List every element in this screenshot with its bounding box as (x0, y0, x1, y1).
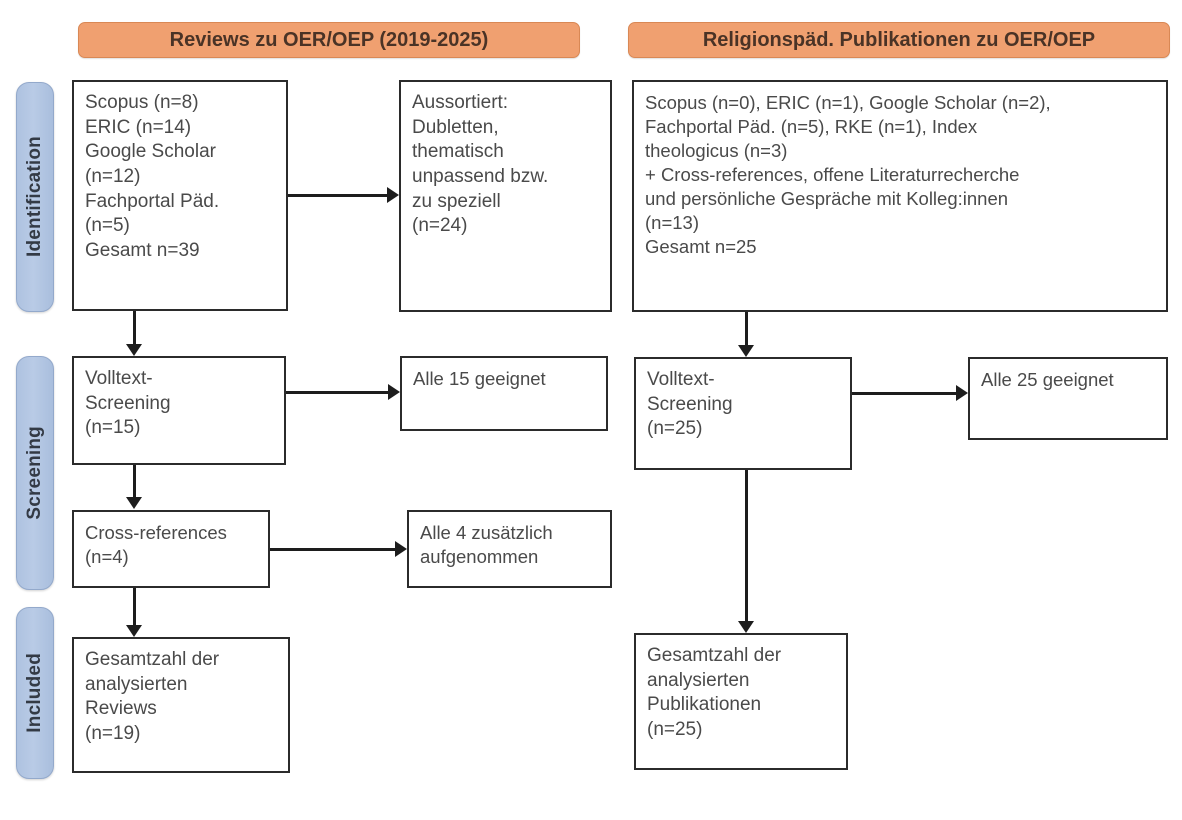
box-left-included-text: Gesamtzahl der analysierten Reviews (n=1… (85, 649, 220, 745)
arrowhead-right-sources-to-fulltext (738, 345, 754, 357)
box-right-included: Gesamtzahl der analysierten Publikatione… (634, 633, 848, 770)
phase-pill-identification: Identification (16, 82, 54, 312)
connector-right-sources-to-fulltext (745, 312, 748, 345)
box-left-fulltext-screening: Volltext- Screening (n=15) (72, 356, 286, 465)
box-left-sources: Scopus (n=8) ERIC (n=14) Google Scholar … (72, 80, 288, 311)
connector-left-crossrefs-to-result (270, 548, 395, 551)
connector-left-fulltext-to-crossrefs (133, 465, 136, 497)
box-left-excluded-text: Aussortiert: Dubletten, thematisch unpas… (412, 92, 549, 237)
phase-label-screening: Screening (24, 426, 45, 520)
connector-left-sources-to-excluded (288, 194, 387, 197)
arrowhead-left-sources-to-excluded (387, 187, 399, 203)
box-left-fulltext-screening-text: Volltext- Screening (n=15) (85, 368, 171, 439)
box-left-crossrefs-result: Alle 4 zusätzlich aufgenommen (407, 510, 612, 588)
box-right-fulltext-result: Alle 25 geeignet (968, 357, 1168, 440)
box-left-crossrefs-result-text: Alle 4 zusätzlich aufgenommen (420, 522, 553, 568)
phase-pill-screening: Screening (16, 356, 54, 590)
connector-left-crossrefs-to-included (133, 588, 136, 625)
arrowhead-right-fulltext-to-result (956, 385, 968, 401)
box-left-sources-text: Scopus (n=8) ERIC (n=14) Google Scholar … (85, 92, 220, 262)
phase-pill-included: Included (16, 607, 54, 779)
box-left-fulltext-result: Alle 15 geeignet (400, 356, 608, 431)
box-right-fulltext-result-text: Alle 25 geeignet (981, 369, 1114, 390)
arrowhead-left-crossrefs-to-included (126, 625, 142, 637)
arrowhead-left-fulltext-to-crossrefs (126, 497, 142, 509)
box-right-fulltext-screening: Volltext- Screening (n=25) (634, 357, 852, 470)
box-left-excluded: Aussortiert: Dubletten, thematisch unpas… (399, 80, 612, 312)
arrowhead-left-sources-to-fulltext (126, 344, 142, 356)
box-left-crossrefs: Cross-references (n=4) (72, 510, 270, 588)
phase-label-included: Included (24, 653, 45, 733)
header-title-right: Religionspäd. Publikationen zu OER/OEP (702, 28, 1096, 51)
arrowhead-left-crossrefs-to-result (395, 541, 407, 557)
phase-label-identification: Identification (24, 136, 45, 258)
connector-left-fulltext-to-result (286, 391, 388, 394)
box-right-included-text: Gesamtzahl der analysierten Publikatione… (647, 645, 782, 741)
connector-right-fulltext-to-result (852, 392, 956, 395)
arrowhead-left-fulltext-to-result (388, 384, 400, 400)
box-left-included: Gesamtzahl der analysierten Reviews (n=1… (72, 637, 290, 773)
box-left-fulltext-result-text: Alle 15 geeignet (413, 368, 546, 389)
header-title-left: Reviews zu OER/OEP (2019-2025) (169, 28, 489, 51)
box-left-crossrefs-text: Cross-references (n=4) (85, 522, 227, 568)
connector-right-fulltext-to-included (745, 470, 748, 621)
arrowhead-right-fulltext-to-included (738, 621, 754, 633)
box-right-sources: Scopus (n=0), ERIC (n=1), Google Scholar… (632, 80, 1168, 312)
header-bar-left: Reviews zu OER/OEP (2019-2025) (78, 22, 580, 58)
header-bar-right: Religionspäd. Publikationen zu OER/OEP (628, 22, 1170, 58)
box-right-sources-text: Scopus (n=0), ERIC (n=1), Google Scholar… (645, 92, 1051, 258)
box-right-fulltext-screening-text: Volltext- Screening (n=25) (647, 369, 733, 440)
connector-left-sources-to-fulltext (133, 311, 136, 344)
